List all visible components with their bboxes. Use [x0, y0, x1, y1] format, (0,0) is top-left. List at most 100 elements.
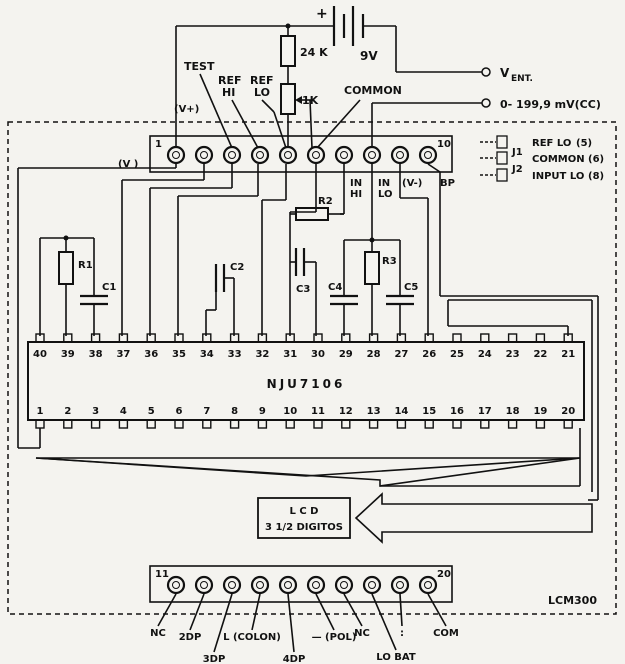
in-lo-label-1: IN — [378, 178, 390, 189]
ic-top-pin-number: 31 — [283, 349, 297, 360]
r2-label: R2 — [318, 196, 333, 207]
bottom-pin-label: COM — [433, 628, 459, 639]
ic-top-leg — [507, 333, 518, 343]
bottom-connector-pin — [362, 575, 382, 595]
ic-top-leg — [341, 333, 351, 343]
range-terminal — [481, 98, 491, 108]
top-connector-pin-1: 1 — [155, 139, 162, 150]
c2-network: C2 — [205, 262, 244, 336]
ic-top-leg — [118, 333, 129, 343]
bottom-pin-label: 3DP — [203, 654, 226, 664]
top-connector-pin — [166, 145, 186, 165]
jumper-ref-lo-prefix: REF LO — [532, 138, 571, 149]
bus-arrow — [35, 457, 581, 487]
r1-c1-network: R1 C1 — [39, 235, 116, 336]
jumper-ref-lo-value: (5) — [576, 138, 592, 149]
ref-hi-label-1: REF — [218, 74, 242, 87]
bottom-pin-label: L (COLON) — [223, 632, 281, 643]
ref-lo-label-2: LO — [254, 86, 270, 99]
lcd-input-arrow — [354, 492, 593, 544]
bottom-connector-pin — [334, 575, 354, 595]
ic-bottom-leg — [118, 419, 129, 429]
ic-bottom-leg — [424, 419, 434, 429]
in-hi-label-1: IN — [350, 178, 362, 189]
r2-c3-network: R2 C3 — [290, 196, 344, 336]
vminus-label: (V-) — [402, 178, 422, 189]
vplus-label: (V+) — [174, 104, 199, 115]
jumper-j2-label: J2 — [511, 164, 523, 175]
lcd-line-2: 3 1/2 DIGITOS — [265, 522, 343, 533]
ic-bottom-pin-number: 14 — [394, 406, 408, 417]
c5-label: C5 — [404, 282, 418, 293]
ic-bottom-leg — [368, 419, 379, 429]
jumper-common-value: (6) — [588, 154, 604, 165]
ic-top-pin-number: 34 — [200, 349, 214, 360]
ic-bottom-leg — [563, 419, 573, 429]
r3-label: R3 — [382, 256, 397, 267]
ic-bottom-pin-number: 11 — [311, 406, 325, 417]
top-connector-pin — [334, 145, 354, 165]
ic-bottom-pin-number: 6 — [176, 406, 183, 417]
bottom-pin-label: LO BAT — [376, 652, 416, 663]
bottom-pin-label: 2DP — [179, 632, 202, 643]
bp-label: BP — [440, 178, 455, 189]
top-connector-pin — [390, 145, 410, 165]
top-connector-pin-10: 10 — [437, 139, 451, 150]
bottom-connector-pin — [194, 575, 214, 595]
top-connector-v-label: (V ) — [118, 159, 138, 170]
ic-bottom-leg — [257, 419, 268, 429]
ic-bottom-leg — [63, 419, 73, 429]
c2-label: C2 — [230, 262, 244, 273]
in-hi-label-2: HI — [350, 189, 362, 200]
resistor-r2 — [295, 207, 329, 221]
ic-bottom-pin-number: 4 — [120, 406, 127, 417]
ic-bottom-pin-number: 19 — [533, 406, 547, 417]
ic-bottom-pin-number: 20 — [561, 406, 575, 417]
ic-bottom-pin-number: 5 — [148, 406, 155, 417]
resistor-r1 — [58, 251, 74, 285]
ic-top-pin-number: 29 — [339, 349, 353, 360]
ic-bottom-leg — [507, 419, 518, 429]
ic-top-pin-number: 35 — [172, 349, 186, 360]
lcd-display: L C D 3 1/2 DIGITOS — [257, 492, 593, 544]
ic-bottom-pin-number: 2 — [64, 406, 71, 417]
jumper-j1-label: J1 — [511, 147, 523, 158]
ic-top-pin-number: 27 — [394, 349, 408, 360]
bottom-pin-label: NC — [150, 628, 166, 639]
ic-bottom-pin-number: 10 — [283, 406, 297, 417]
ic-top-leg — [146, 333, 156, 343]
bottom-pin-label: 4DP — [283, 654, 306, 664]
bottom-connector-pin — [306, 575, 326, 595]
bottom-pin-label: : — [400, 628, 404, 639]
ic-top-pin-number: 32 — [255, 349, 269, 360]
c1-label: C1 — [102, 282, 116, 293]
bottom-connector-pin — [166, 575, 186, 595]
bottom-connector-pin — [222, 575, 242, 595]
ic-bottom-leg — [313, 419, 323, 429]
ic-top-pin-number: 30 — [311, 349, 325, 360]
ic-bottom-pin-number: 17 — [478, 406, 492, 417]
potentiometer-1k — [280, 83, 296, 115]
ref-hi-label-2: HI — [222, 86, 235, 99]
r1-label: R1 — [78, 260, 93, 271]
ic-bottom-pin-number: 16 — [450, 406, 464, 417]
battery: + 9V — [288, 6, 482, 73]
top-resistors: 24 K 1K — [175, 23, 328, 153]
bottom-connector-pin-11: 11 — [155, 569, 169, 580]
jumper-legend: REF LO (5) COMMON (6) INPUT LO (8) J1 J2 — [480, 135, 604, 182]
ic-top-pin-number: 21 — [561, 349, 575, 360]
ic-top-pin-number: 38 — [89, 349, 103, 360]
ic-bottom-leg — [396, 419, 407, 429]
ic-top-pin-number: 40 — [33, 349, 47, 360]
ic-bottom-leg — [35, 419, 45, 429]
top-connector-pin — [278, 145, 298, 165]
jumper-input-lo-prefix: INPUT LO — [532, 171, 584, 182]
c4-label: C4 — [328, 282, 342, 293]
battery-plus-label: + — [316, 6, 328, 22]
ic-top-pin-number: 24 — [478, 349, 492, 360]
ic-bottom-leg — [174, 419, 184, 429]
ic-top-leg — [396, 333, 407, 343]
top-connector-pin — [306, 145, 326, 165]
top-connector: 1 10 (V ) IN HI IN LO (V-) BP — [118, 135, 455, 200]
